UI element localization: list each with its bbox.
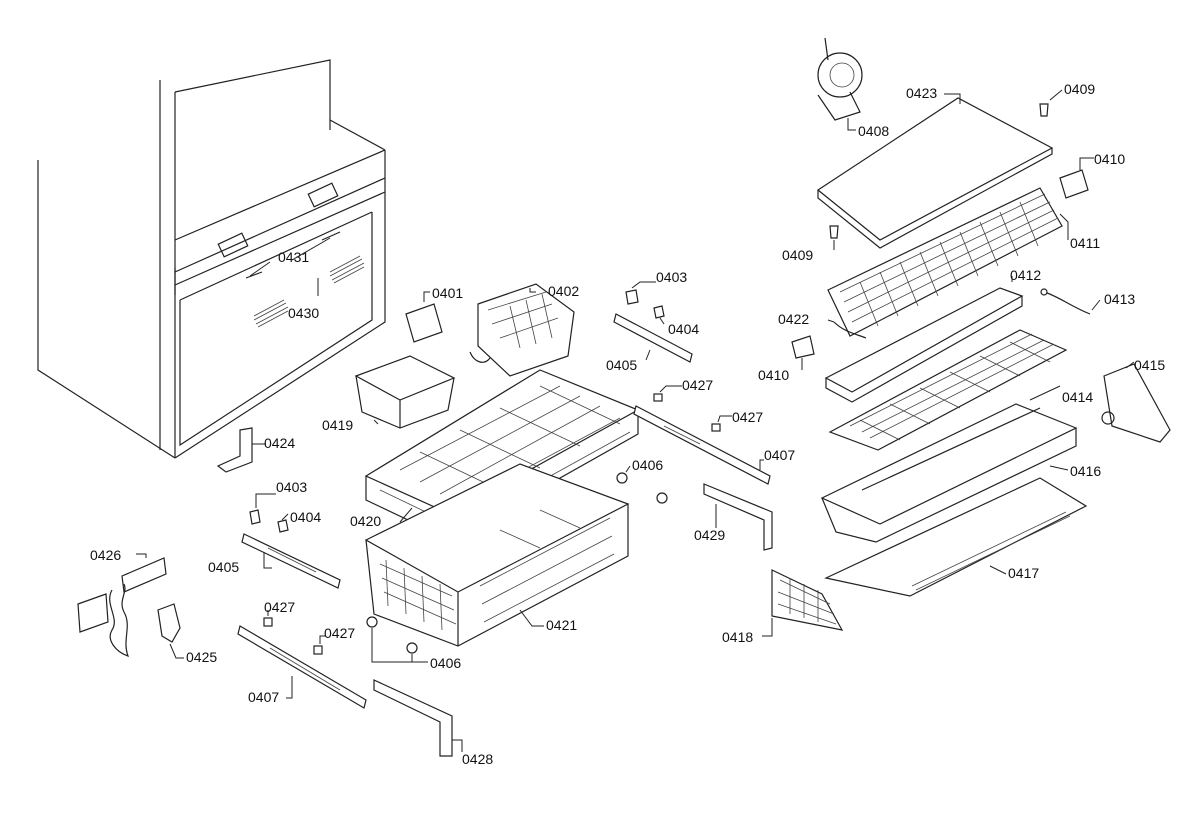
callout-0404-upper: 0404 bbox=[668, 321, 700, 337]
part-right-slide-rail bbox=[633, 385, 771, 485]
part-0402-icemaker bbox=[469, 283, 575, 377]
callout-0422: 0422 bbox=[778, 311, 810, 327]
callout-0413: 0413 bbox=[1104, 291, 1136, 307]
part-0419-ice-bucket bbox=[354, 355, 456, 429]
callout-0430: 0430 bbox=[288, 305, 320, 321]
part-0408-fan-motor bbox=[817, 37, 863, 131]
callout-0404-left: 0404 bbox=[290, 509, 322, 525]
part-0429-bracket bbox=[703, 483, 773, 551]
part-0431-clips bbox=[245, 231, 341, 279]
part-0421-lower-basket bbox=[364, 463, 630, 647]
part-0422-heater bbox=[827, 319, 867, 339]
part-0417-bottom-cover bbox=[824, 477, 1088, 597]
cabinet-body bbox=[37, 59, 386, 459]
callout-0410-top: 0410 bbox=[1094, 151, 1126, 167]
callout-0431: 0431 bbox=[278, 249, 310, 265]
part-0414-grid bbox=[828, 329, 1068, 451]
callout-0424: 0424 bbox=[264, 435, 296, 451]
callout-0405-left: 0405 bbox=[208, 559, 240, 575]
callout-0423: 0423 bbox=[906, 85, 938, 101]
part-0430-vents bbox=[253, 255, 365, 328]
callout-0410-left: 0410 bbox=[758, 367, 790, 383]
callout-0421: 0421 bbox=[546, 617, 578, 633]
callout-0407-left: 0407 bbox=[248, 689, 280, 705]
callout-0402: 0402 bbox=[548, 283, 580, 299]
part-0425-latch bbox=[157, 603, 184, 659]
part-left-slide-rail bbox=[237, 610, 367, 709]
callout-0414: 0414 bbox=[1062, 389, 1094, 405]
part-0413-sensor bbox=[1040, 288, 1101, 315]
callout-0415: 0415 bbox=[1134, 357, 1166, 373]
callout-0417: 0417 bbox=[1008, 565, 1040, 581]
callout-0406-lower: 0406 bbox=[430, 655, 462, 671]
part-0409-screws bbox=[829, 89, 1063, 250]
callout-0429: 0429 bbox=[694, 527, 726, 543]
part-0415-damper bbox=[1101, 361, 1171, 443]
part-0424-bracket bbox=[216, 427, 266, 473]
part-0416-duct bbox=[820, 403, 1078, 543]
callout-0418: 0418 bbox=[722, 629, 754, 645]
part-0423-cover-plate bbox=[816, 93, 1054, 249]
callout-0408: 0408 bbox=[858, 123, 890, 139]
callout-0420: 0420 bbox=[350, 513, 382, 529]
part-0401-switch bbox=[405, 291, 443, 343]
callout-0407-right: 0407 bbox=[764, 447, 796, 463]
part-0418-grille bbox=[762, 569, 844, 637]
part-left-slide bbox=[241, 493, 341, 589]
callout-0427-right-2: 0427 bbox=[732, 409, 764, 425]
part-upper-right-slide bbox=[613, 281, 693, 363]
callout-0427-left-2: 0427 bbox=[324, 625, 356, 641]
callout-0409-left: 0409 bbox=[782, 247, 814, 263]
part-0426-hinge bbox=[77, 553, 167, 657]
callout-0416: 0416 bbox=[1070, 463, 1102, 479]
callout-0401: 0401 bbox=[432, 285, 464, 301]
callout-0419: 0419 bbox=[322, 417, 354, 433]
callout-0409-top: 0409 bbox=[1064, 81, 1096, 97]
callout-0403-upper: 0403 bbox=[656, 269, 688, 285]
part-0406-wheels bbox=[366, 465, 668, 663]
callout-0427-left-1: 0427 bbox=[264, 599, 296, 615]
callout-0403-left: 0403 bbox=[276, 479, 308, 495]
callout-0425: 0425 bbox=[186, 649, 218, 665]
callout-0406-upper: 0406 bbox=[632, 457, 664, 473]
callout-0426: 0426 bbox=[90, 547, 122, 563]
callout-0427-right-1: 0427 bbox=[682, 377, 714, 393]
callout-0405-upper: 0405 bbox=[606, 357, 638, 373]
callout-0428: 0428 bbox=[462, 751, 494, 767]
part-0411-evaporator bbox=[827, 187, 1069, 337]
callout-0411: 0411 bbox=[1070, 235, 1101, 251]
callout-0412: 0412 bbox=[1010, 267, 1042, 283]
part-0428-bracket bbox=[373, 679, 463, 757]
part-0410-brackets bbox=[791, 157, 1094, 370]
part-0412-tray bbox=[824, 276, 1024, 403]
